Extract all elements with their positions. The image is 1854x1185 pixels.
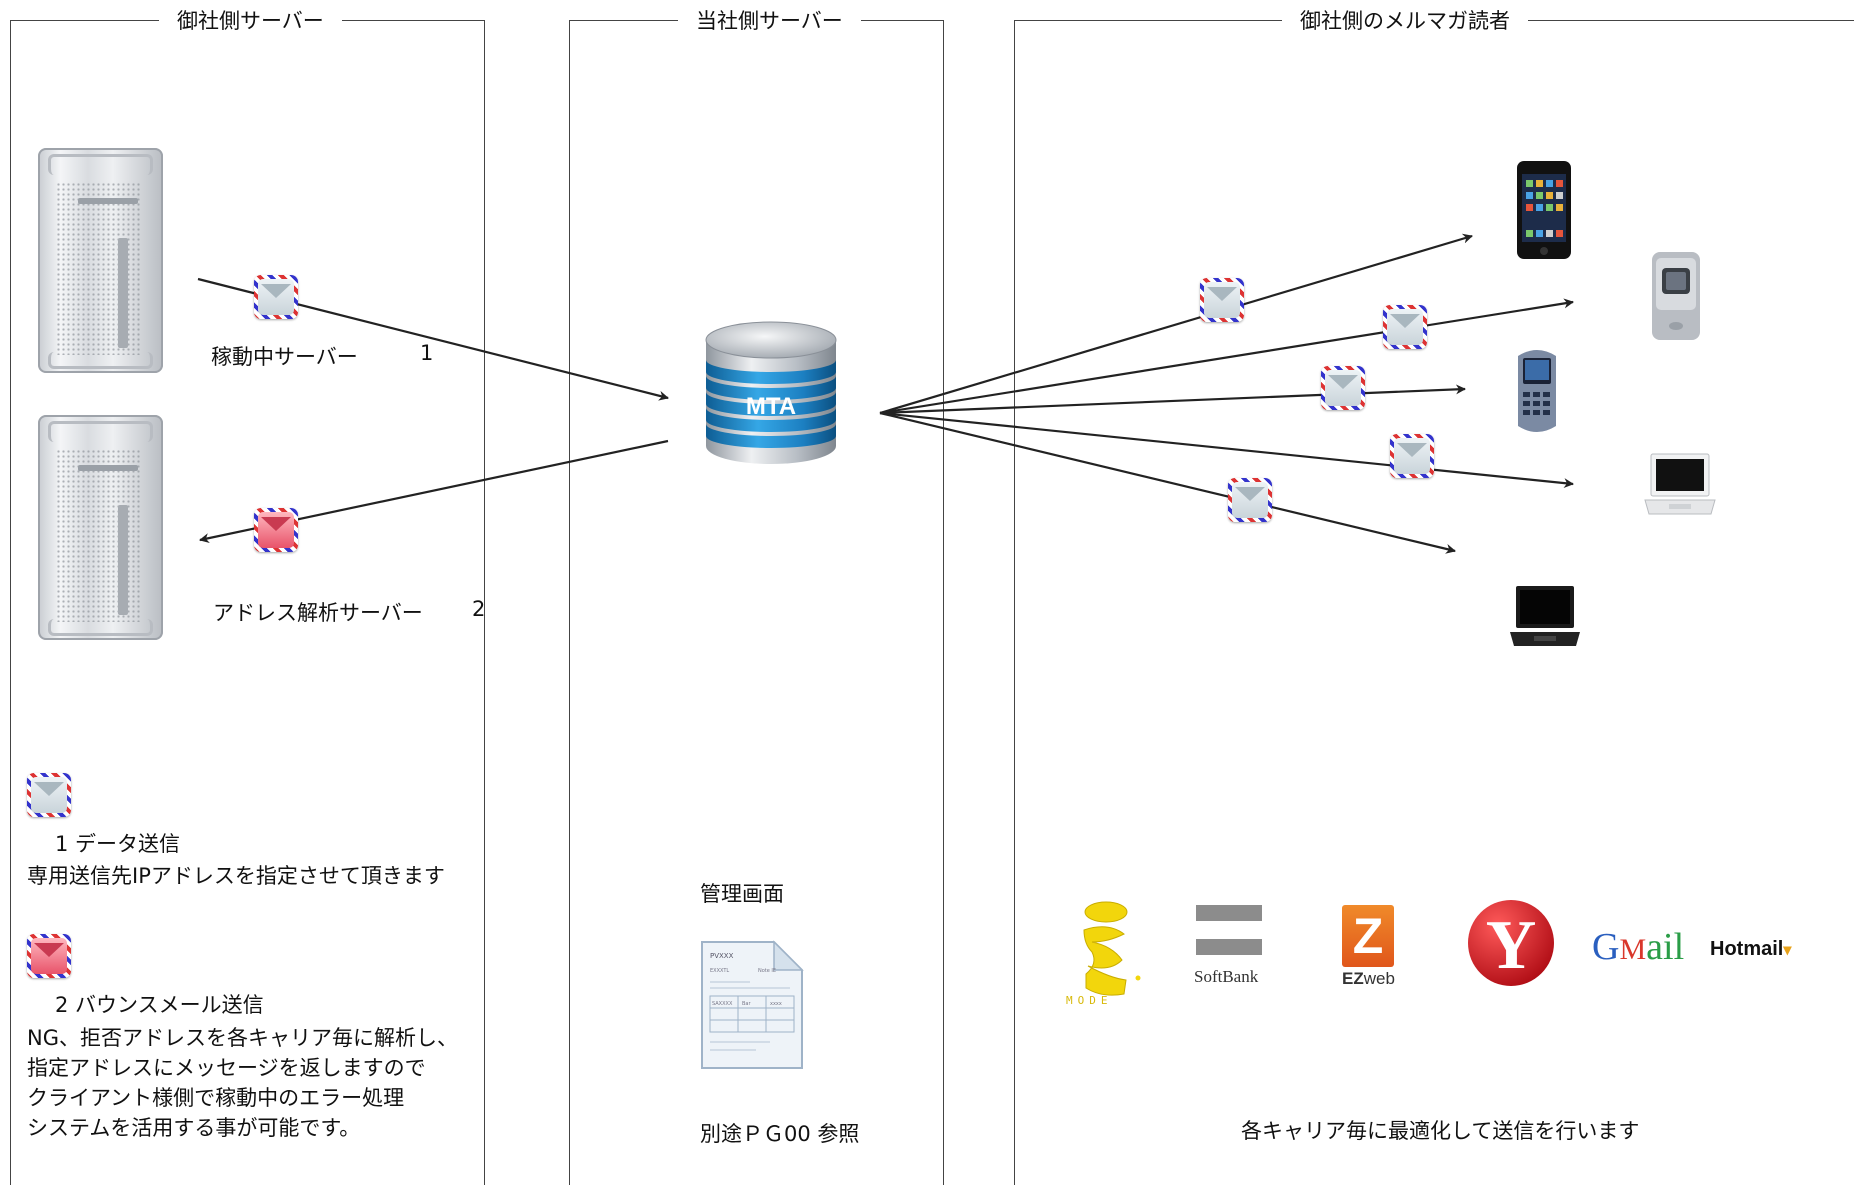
server-label: 稼動中サーバー: [211, 345, 358, 369]
svg-text:Note IE: Note IE: [758, 968, 776, 974]
arrow-to-iphone: [879, 233, 1473, 415]
svg-text:MODE: MODE: [1066, 994, 1113, 1006]
gmail-logo: GMail: [1592, 926, 1685, 968]
envelope-icon: [1200, 278, 1244, 322]
envelope-icon: [1383, 305, 1427, 349]
ezweb-logo-mark: Z: [1352, 908, 1384, 964]
hotmail-logo: Hotmail▾: [1710, 938, 1792, 960]
envelope-icon: [1321, 366, 1365, 410]
svg-text:Bar: Bar: [742, 1001, 751, 1007]
yahoo-logo: Y: [1468, 900, 1554, 986]
arrow-to-blackberry: [879, 384, 1466, 415]
svg-text:xxxx: xxxx: [770, 1001, 782, 1007]
svg-text:EXXXTL: EXXXTL: [710, 968, 729, 974]
admin-title: 管理画面: [700, 882, 784, 906]
arrow-to-razr: [879, 298, 1574, 415]
envelope-icon: [254, 275, 298, 319]
svg-text:Y: Y: [1486, 907, 1537, 984]
laptop-black-icon: [1510, 586, 1580, 646]
admin-note: 別途ＰＧ00 参照: [700, 1122, 860, 1146]
panel-our-servers: 当社側サーバー: [569, 7, 944, 1185]
panel-title: 当社側サーバー: [678, 7, 861, 35]
laptop-white-icon: [1644, 453, 1716, 515]
legend-data-title: 1 データ送信: [55, 832, 181, 856]
red-envelope-icon: [27, 934, 71, 978]
panel-client-servers: 御社側サーバー: [10, 7, 485, 1185]
blackberry-phone-icon: [1518, 350, 1556, 432]
server-number: 1: [420, 341, 434, 365]
red-envelope-icon: [254, 508, 298, 552]
panel-title: 御社側サーバー: [159, 7, 342, 35]
server-tower-icon: [38, 148, 163, 373]
legend-bounce-line: クライアント様側で稼動中のエラー処理: [27, 1086, 405, 1110]
panel-newsletter-readers: 御社側のメルマガ読者: [1014, 7, 1854, 1185]
carrier-note: 各キャリア毎に最適化して送信を行います: [1241, 1119, 1640, 1143]
server-tower-icon: [38, 415, 163, 640]
legend-bounce-title: 2 バウンスメール送信: [55, 993, 264, 1017]
flip-phone-icon: [1652, 252, 1700, 340]
legend-data-desc: 専用送信先IPアドレスを指定させて頂きます: [27, 864, 445, 888]
svg-text:PVXXX: PVXXX: [710, 952, 734, 960]
arrow-to-laptop-black: [879, 411, 1456, 554]
softbank-logo: SoftBank: [1194, 905, 1266, 991]
server-label: アドレス解析サーバー: [213, 601, 423, 625]
legend-bounce-line: システムを活用する事が可能です。: [27, 1116, 361, 1140]
panel-title: 御社側のメルマガ読者: [1282, 7, 1528, 35]
imode-logo: MODE: [1066, 901, 1141, 1006]
legend-bounce-line: 指定アドレスにメッセージを返しますので: [27, 1056, 426, 1080]
ezweb-logo-ez: EZ: [1342, 969, 1364, 988]
envelope-icon: [1228, 478, 1272, 522]
legend-bounce-line: NG、拒否アドレスを各キャリア毎に解析し、: [27, 1026, 458, 1050]
svg-text:SAXXXX: SAXXXX: [712, 1001, 733, 1007]
envelope-icon: [1390, 434, 1434, 478]
smartphone-icon: [1517, 161, 1571, 259]
arrow-to-laptop-white: [879, 411, 1574, 489]
envelope-icon: [27, 773, 71, 817]
database-icon: MTA: [705, 321, 837, 464]
mta-label: MTA: [746, 393, 796, 420]
server-number: 2: [472, 597, 486, 621]
ezweb-logo-web: web: [1363, 969, 1395, 988]
softbank-logo-text: SoftBank: [1194, 967, 1259, 986]
ezweb-logo: Z EZweb: [1342, 905, 1402, 993]
document-icon: PVXXX EXXXTL Note IE SAXXXX Bar xxxx: [701, 940, 804, 1069]
